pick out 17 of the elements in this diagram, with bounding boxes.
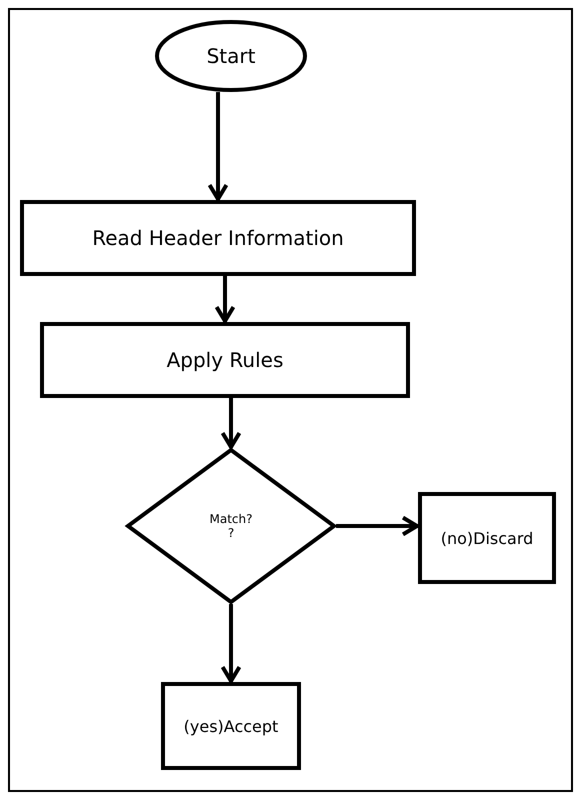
arrow — [220, 604, 242, 683]
decision-label: Match? ? — [208, 512, 254, 540]
start-ellipse — [155, 20, 307, 92]
arrow — [336, 516, 419, 536]
arrow — [220, 398, 242, 449]
node-label: Apply Rules — [166, 348, 284, 372]
process-box — [418, 492, 556, 584]
arrow — [214, 276, 236, 323]
process-box — [20, 200, 416, 276]
process-box — [40, 322, 410, 398]
node-label: Start — [206, 44, 256, 68]
process-box — [161, 682, 301, 770]
node-label: Read Header Information — [92, 226, 344, 250]
node-label: (yes)Accept — [184, 716, 278, 736]
decision-diamond — [126, 448, 336, 604]
node-label: (no)Discard — [440, 528, 534, 548]
arrow — [208, 92, 228, 201]
